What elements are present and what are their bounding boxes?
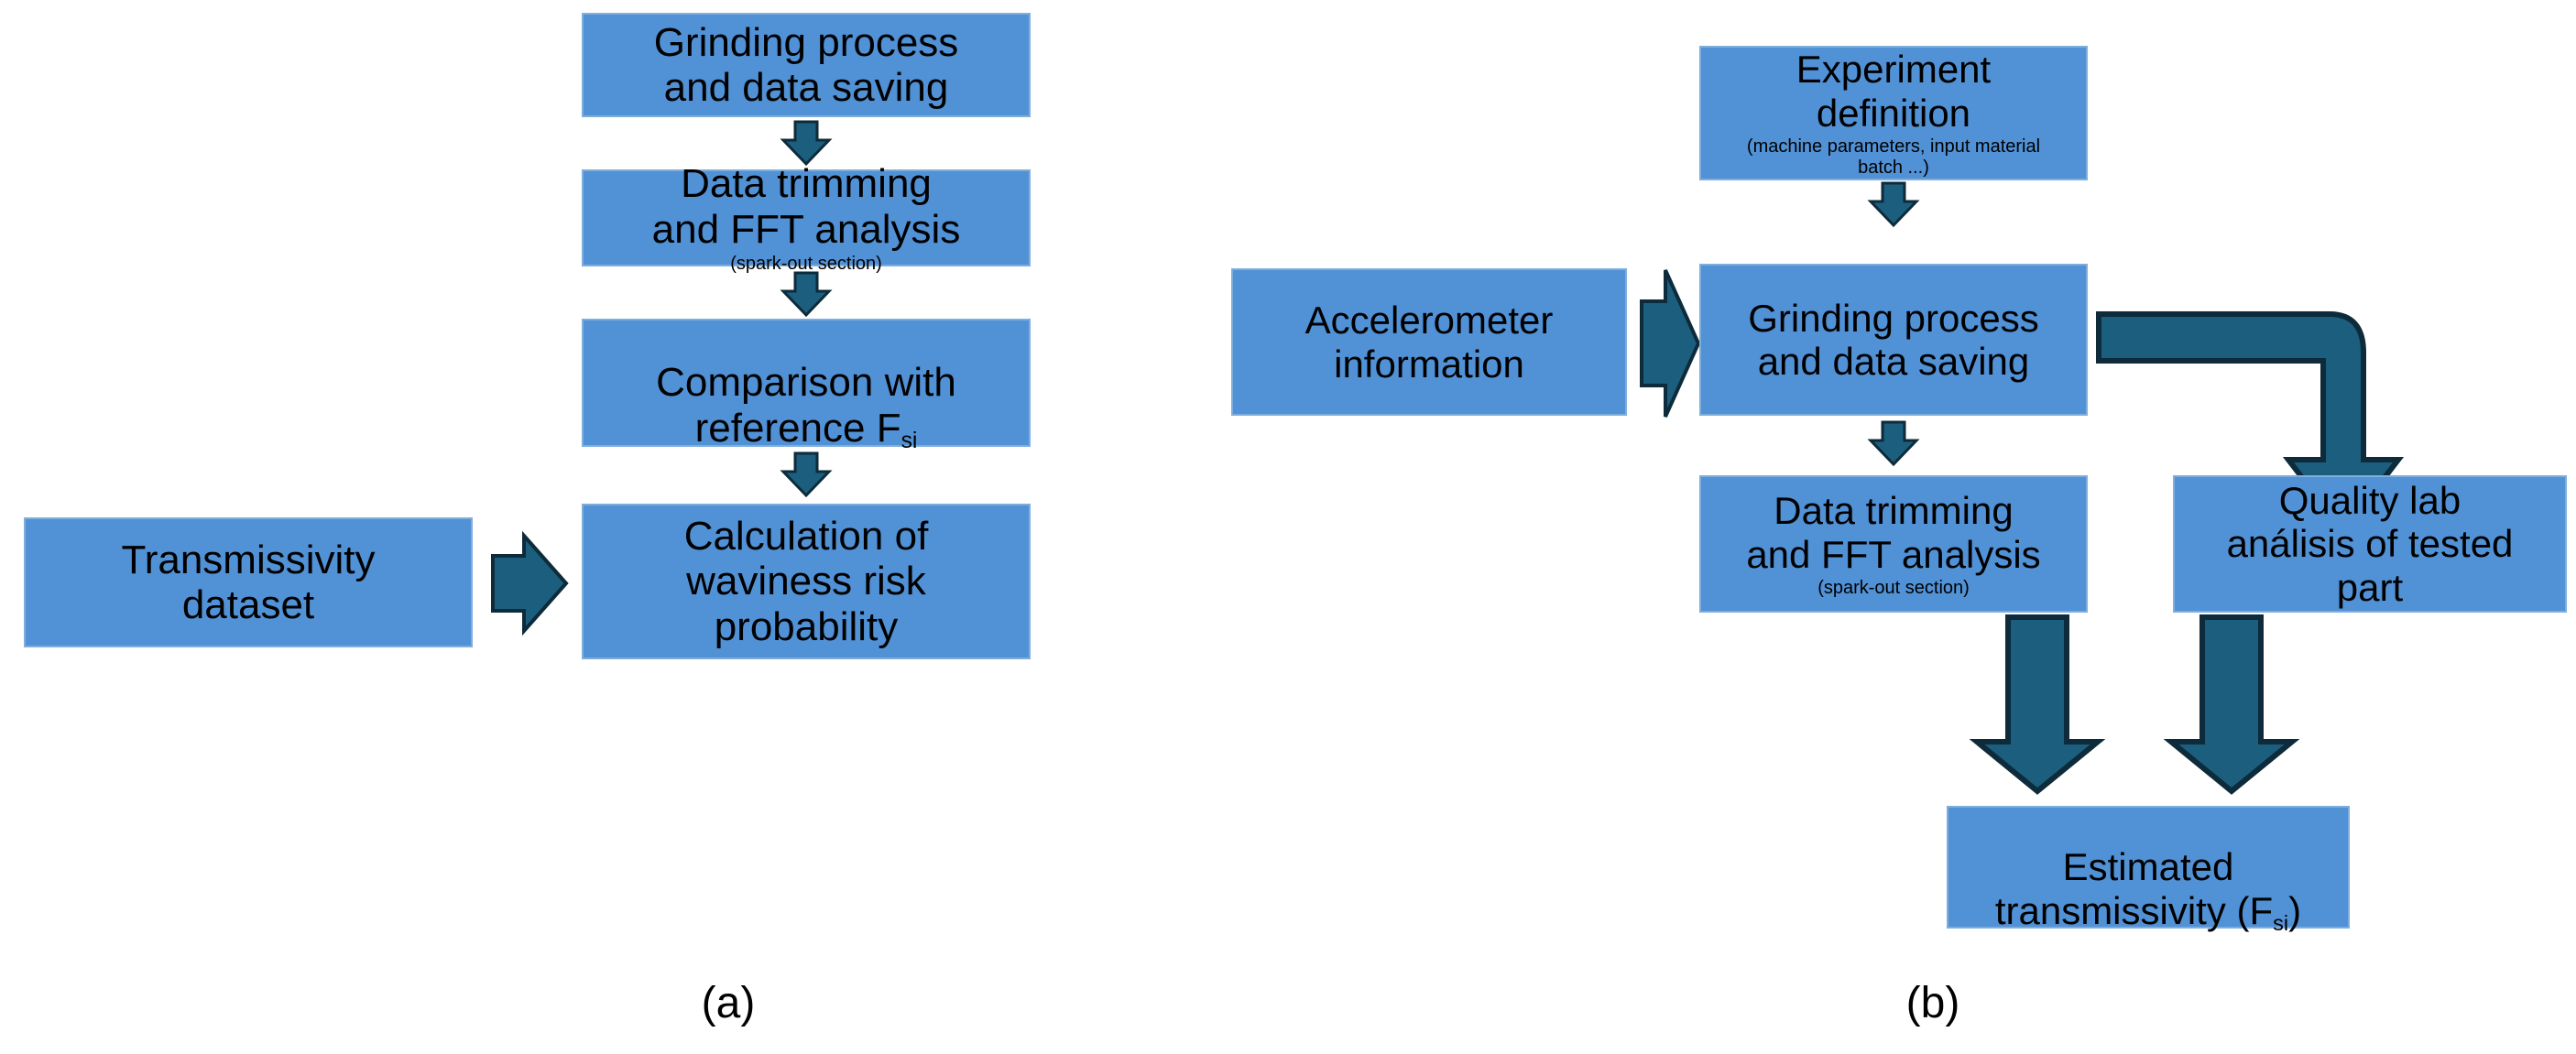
node-title-text: Comparison with reference F <box>656 360 956 451</box>
arrow-down-b-grinding-to-trimming <box>1867 420 1920 467</box>
node-b-estimated: Estimated transmissivity (Fsi) <box>1947 806 2350 935</box>
node-subtitle: (machine parameters, input material batc… <box>1746 136 2041 178</box>
node-title: Grinding process and data saving <box>653 19 959 110</box>
node-b-trimming: Data trimming and FFT analysis (spark-ou… <box>1699 475 2088 613</box>
node-b-quality: Quality lab análisis of tested part <box>2173 475 2567 613</box>
arrow-down-b-experiment-to-grinding <box>1867 181 1920 228</box>
node-title-subscript: si <box>2273 910 2289 935</box>
node-title: Quality lab análisis of tested part <box>2226 479 2514 609</box>
node-b-grinding: Grinding process and data saving <box>1699 264 2088 416</box>
node-a-comparison: Comparison with reference Fsi <box>582 319 1031 453</box>
node-b-accelerometer: Accelerometer information <box>1231 268 1627 416</box>
node-title: Accelerometer information <box>1304 299 1554 386</box>
node-title: Comparison with reference Fsi <box>656 315 956 454</box>
arrow-right-a-dataset-to-comparison <box>491 530 569 636</box>
node-a-dataset: Transmissivity dataset <box>24 517 473 647</box>
node-title: Data trimming and FFT analysis <box>651 161 961 252</box>
node-a-trimming: Data trimming and FFT analysis (spark-ou… <box>582 161 1031 274</box>
node-title: Calculation of waviness risk probability <box>683 514 929 649</box>
arrow-right-b-accelerometer-to-grinding <box>1640 269 1701 418</box>
panel-label-b: (b) <box>1905 979 1960 1027</box>
node-a-grinding: Grinding process and data saving <box>582 13 1031 117</box>
node-b-experiment: Experiment definition (machine parameter… <box>1699 46 2088 180</box>
node-a-calc: Calculation of waviness risk probability <box>582 504 1031 659</box>
node-title: Grinding process and data saving <box>1748 296 2039 383</box>
node-title: Transmissivity dataset <box>121 537 376 627</box>
node-title: Experiment definition <box>1796 48 1992 135</box>
arrow-down-a-grinding-to-trimming <box>780 120 833 167</box>
arrow-down-b-trimming-to-estimated <box>1969 614 2106 795</box>
node-title-suffix: ) <box>2288 888 2302 932</box>
node-subtitle: (spark-out section) <box>1817 577 1970 598</box>
node-title-text: Estimated transmissivity (F <box>1994 845 2274 932</box>
arrow-down-b-quality-to-estimated <box>2163 614 2300 795</box>
arrow-down-a-comparison-to-calc <box>780 451 833 498</box>
node-subtitle: (spark-out section) <box>730 253 882 274</box>
panel-label-a: (a) <box>701 979 756 1027</box>
node-title: Estimated transmissivity (Fsi) <box>1994 802 2302 934</box>
node-title-subscript: si <box>901 429 918 454</box>
arrow-down-a-trimming-to-comparison <box>780 271 833 318</box>
node-title: Data trimming and FFT analysis <box>1746 489 2041 576</box>
